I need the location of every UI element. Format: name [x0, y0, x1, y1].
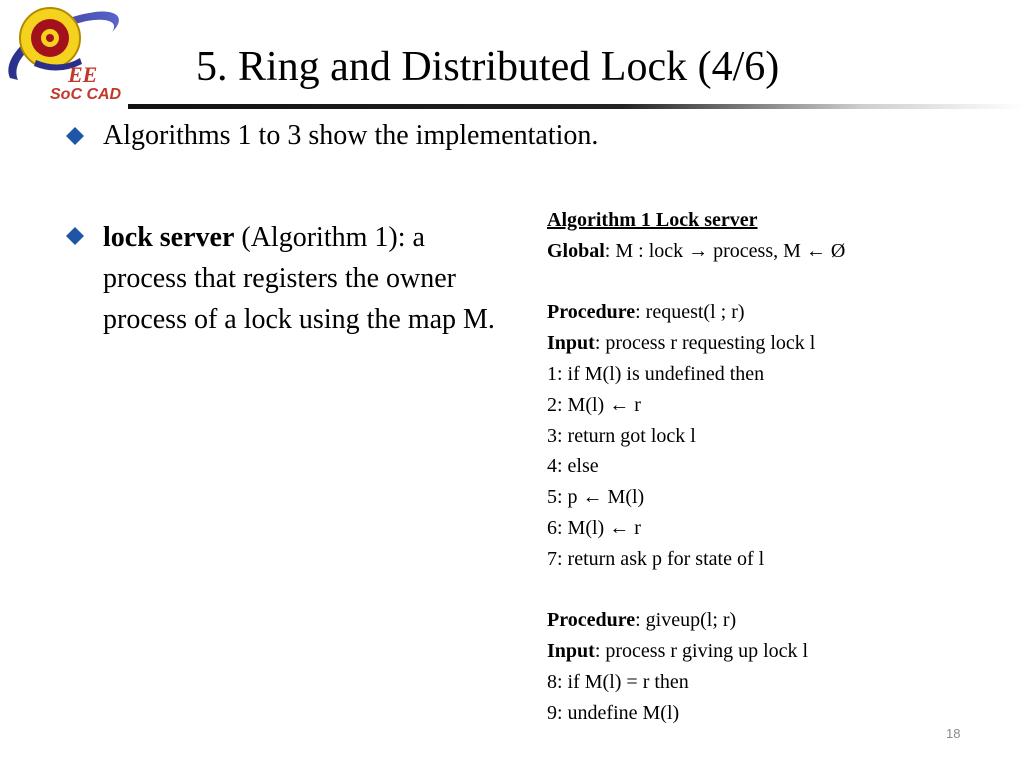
procedure-giveup: Procedure: giveup(l; r) — [547, 609, 737, 632]
bullet-text: lock server (Algorithm 1): a process tha… — [103, 217, 496, 340]
algorithm-line: 9: undefine M(l) — [547, 701, 680, 724]
bullet-text: Algorithms 1 to 3 show the implementatio… — [103, 120, 599, 151]
algorithm-title: Algorithm 1 Lock server — [547, 209, 758, 231]
slide-title: 5. Ring and Distributed Lock (4/6) — [196, 44, 780, 90]
algorithm-line: 3: return got lock l — [547, 424, 696, 447]
algorithm-global: Global: M : lock → process, M ← Ø — [547, 239, 846, 262]
algorithm-line: 8: if M(l) = r then — [547, 670, 689, 693]
algorithm-line: 2: M(l) ← r — [547, 393, 641, 416]
school-logo: EE SoC CAD — [0, 0, 125, 105]
diamond-bullet-icon — [66, 127, 84, 145]
input-request: Input: process r requesting lock l — [547, 332, 816, 355]
bullet-item-implementation: Algorithms 1 to 3 show the implementatio… — [66, 118, 598, 154]
svg-text:EE: EE — [67, 62, 97, 87]
algorithm-line: 7: return ask p for state of l — [547, 547, 765, 570]
procedure-request: Procedure: request(l ; r) — [547, 301, 745, 324]
algorithm-line: 6: M(l) ← r — [547, 516, 641, 539]
bullet-term: lock server — [103, 222, 235, 253]
input-giveup: Input: process r giving up lock l — [547, 640, 809, 663]
svg-text:SoC CAD: SoC CAD — [50, 86, 122, 103]
algorithm-line: 5: p ← M(l) — [547, 486, 645, 509]
diamond-bullet-icon — [66, 227, 84, 245]
page-number: 18 — [946, 726, 961, 741]
algorithm-listing: Algorithm 1 Lock server Global: M : lock… — [547, 205, 967, 729]
bullet-description: (Algorithm 1): a process that registers … — [103, 222, 495, 335]
title-divider — [128, 104, 1024, 109]
bullet-item-lock-server: lock server (Algorithm 1): a process tha… — [66, 217, 496, 340]
algorithm-line: 1: if M(l) is undefined then — [547, 362, 765, 385]
algorithm-line: 4: else — [547, 455, 599, 478]
